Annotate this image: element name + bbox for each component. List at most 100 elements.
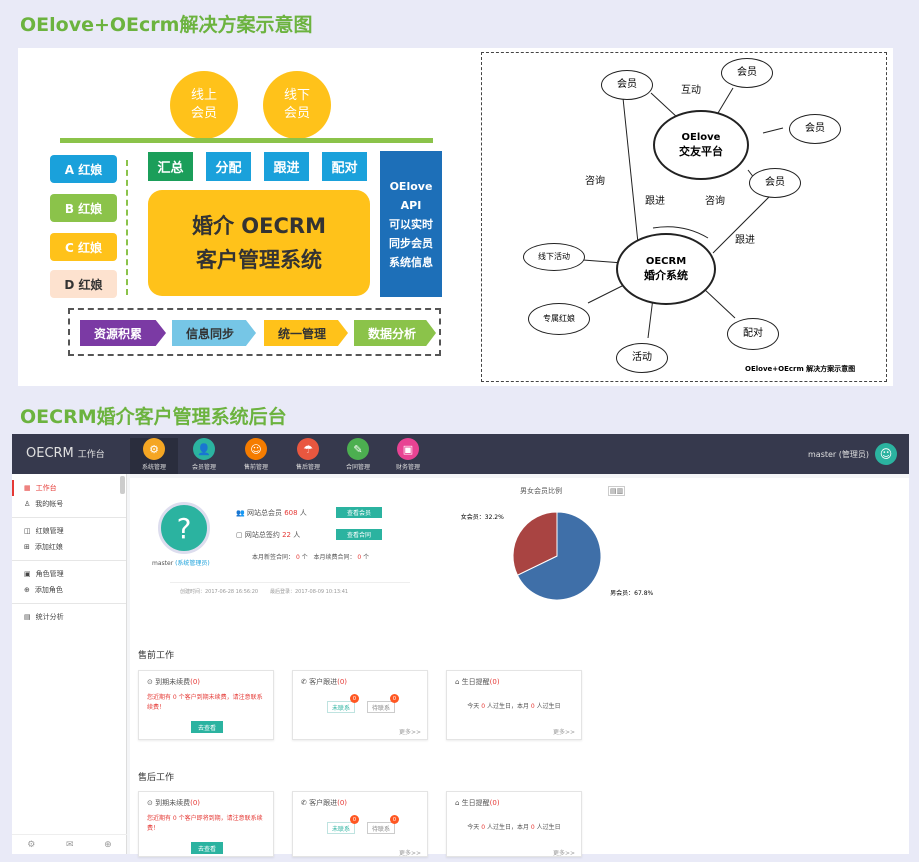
left-diagram: 线上会员 线下会员 A 红娘 B 红娘 C 红娘 D 红娘 汇总 分配 跟进 配…: [18, 48, 473, 386]
aftersale-expire-card: ⊙ 到期未续费(0) 您近期有 0 个客户即将到期，请注意联系续费！ 去查看: [138, 791, 274, 857]
flow-manage: 统一管理: [264, 320, 348, 346]
mail-icon[interactable]: ✉: [65, 839, 74, 850]
aftersale-title: 售后工作: [138, 773, 175, 783]
birthday-text: 今天 0 人过生日，本月 0 人过生日: [467, 703, 561, 710]
follow-title: ✆ 客户跟进(0): [301, 678, 348, 686]
aftersale-follow-card: ✆ 客户跟进(0) 未联系 0 待联系 0 更多>>: [292, 791, 428, 857]
calendar-icon: ▦: [24, 484, 31, 492]
add-icon[interactable]: ⊕: [104, 839, 112, 850]
expire-title: ⊙ 到期未续费(0): [147, 678, 201, 686]
birthday-title: ⌂ 生日提醒(0): [455, 799, 500, 807]
member-node-1: 会员: [601, 70, 653, 100]
last-login: 最后登录：2017-08-09 10:13:41: [270, 589, 349, 595]
nav-system[interactable]: ⚙系统管理: [130, 438, 178, 474]
main-content: ? master (系统管理员) 👥 网站总会员 608 人 查看会员 ▢ 网站…: [130, 478, 909, 857]
backend-heading: OECRM婚介客户管理系统后台: [20, 406, 287, 428]
uncontacted-badge: 0: [350, 815, 359, 824]
action-summary: 汇总: [148, 152, 193, 181]
nav-aftersale[interactable]: ☂售后管理: [284, 438, 332, 471]
settings-icon[interactable]: ⚙: [27, 839, 36, 850]
nav-contract[interactable]: ✎合同管理: [334, 438, 382, 471]
online-member-circle: 线上会员: [170, 71, 238, 139]
sidebar-item-account[interactable]: ♙我的帐号: [24, 500, 64, 508]
stat-total-members: 👥 网站总会员 608 人: [236, 509, 307, 517]
label-follow-1: 跟进: [645, 196, 665, 207]
umbrella-icon: ☂: [297, 438, 319, 460]
gear-icon: ⚙: [143, 438, 165, 460]
more-link[interactable]: 更多>>: [552, 850, 575, 857]
more-link[interactable]: 更多>>: [398, 850, 421, 857]
sidebar-item-roles[interactable]: ▣角色管理: [24, 570, 64, 578]
add-user-icon: ⊞: [24, 543, 30, 551]
top-divider: [60, 138, 433, 143]
plus-icon: ⊕: [24, 586, 30, 594]
sidebar-item-stats[interactable]: ▤统计分析: [24, 613, 64, 621]
nav-member[interactable]: 👤会员管理: [180, 438, 228, 471]
action-assign: 分配: [206, 152, 251, 181]
connector-lines: [582, 87, 784, 339]
expire-title: ⊙ 到期未续费(0): [147, 799, 201, 807]
uncontacted-chip[interactable]: 未联系: [327, 701, 355, 713]
birthday-text: 今天 0 人过生日，本月 0 人过生日: [467, 824, 561, 831]
sidebar-item-matchmakers[interactable]: ◫红娘管理: [24, 527, 64, 535]
member-node-4: 会员: [749, 168, 801, 198]
more-link[interactable]: 更多>>: [398, 729, 421, 736]
user-menu[interactable]: master (管理员)☺: [808, 443, 897, 465]
pie-label-1: 女会员：32.2%: [461, 513, 504, 521]
chart-title: 男女会员比例: [520, 487, 562, 495]
pie-slice-0[interactable]: [516, 511, 602, 601]
birthday-title: ⌂ 生日提醒(0): [455, 678, 500, 686]
face-icon: ☺: [245, 438, 267, 460]
print-icon[interactable]: ▤▥: [608, 486, 626, 496]
sidebar-item-add-role[interactable]: ⊕添加角色: [24, 586, 63, 594]
people-icon: ◫: [24, 527, 31, 535]
pending-chip[interactable]: 待联系: [367, 822, 395, 834]
flow-box: [68, 308, 441, 356]
go-view-button[interactable]: 去查看: [191, 842, 223, 854]
label-consult-1: 咨询: [585, 176, 605, 187]
action-match: 配对: [322, 152, 367, 181]
uncontacted-chip[interactable]: 未联系: [327, 822, 355, 834]
pie-slice-1[interactable]: [512, 511, 558, 576]
go-view-button[interactable]: 去查看: [191, 721, 223, 733]
gender-pie-chart: 男会员：67.8%女会员：32.2%: [461, 511, 654, 601]
finance-icon: ▣: [397, 438, 419, 460]
member-node-3: 会员: [789, 114, 841, 144]
aftersale-birthday-card: ⌂ 生日提醒(0) 今天 0 人过生日，本月 0 人过生日 更多>>: [446, 791, 582, 857]
label-consult-2: 咨询: [705, 196, 725, 207]
label-follow-2: 跟进: [735, 235, 755, 246]
output-matchmaker: 专属红娘: [528, 303, 590, 335]
view-contracts-button[interactable]: 查看合同: [336, 529, 382, 540]
label-interact: 互动: [681, 85, 701, 96]
view-members-button[interactable]: 查看会员: [336, 507, 382, 518]
presale-follow-card: ✆ 客户跟进(0) 未联系 0 待联系 0 更多>>: [292, 670, 428, 740]
pending-badge: 0: [390, 815, 399, 824]
nav-presale[interactable]: ☺售前管理: [232, 438, 280, 471]
output-event: 活动: [616, 343, 668, 373]
pending-badge: 0: [390, 694, 399, 703]
uncontacted-badge: 0: [350, 694, 359, 703]
nav-finance[interactable]: ▣财务管理: [384, 438, 432, 471]
chart-icon: ▤: [24, 613, 31, 621]
diagram-heading: OElove+OEcrm解决方案示意图: [20, 14, 313, 36]
user-icon: ♙: [24, 500, 31, 508]
more-link[interactable]: 更多>>: [552, 729, 575, 736]
pending-chip[interactable]: 待联系: [367, 701, 395, 713]
presale-expire-card: ⊙ 到期未续费(0) 您近期有 0 个客户到期未续费，请注意联系续费！ 去查看: [138, 670, 274, 740]
expire-text: 您近期有 0 个客户到期未续费，请注意联系续费！: [147, 694, 263, 711]
matchmaker-d: D 红娘: [50, 270, 117, 298]
member-node-2: 会员: [721, 58, 773, 88]
offline-member-circle: 线下会员: [263, 71, 331, 139]
presale-birthday-card: ⌂ 生日提醒(0) 今天 0 人过生日，本月 0 人过生日 更多>>: [446, 670, 582, 740]
flow-accumulate: 资源积累: [80, 320, 166, 346]
sidebar-scrollbar[interactable]: [120, 476, 125, 494]
sidebar-item-add-matchmaker[interactable]: ⊞添加红娘: [24, 543, 63, 551]
follow-title: ✆ 客户跟进(0): [301, 799, 348, 807]
sidebar-item-dashboard[interactable]: ▦工作台: [12, 480, 126, 496]
